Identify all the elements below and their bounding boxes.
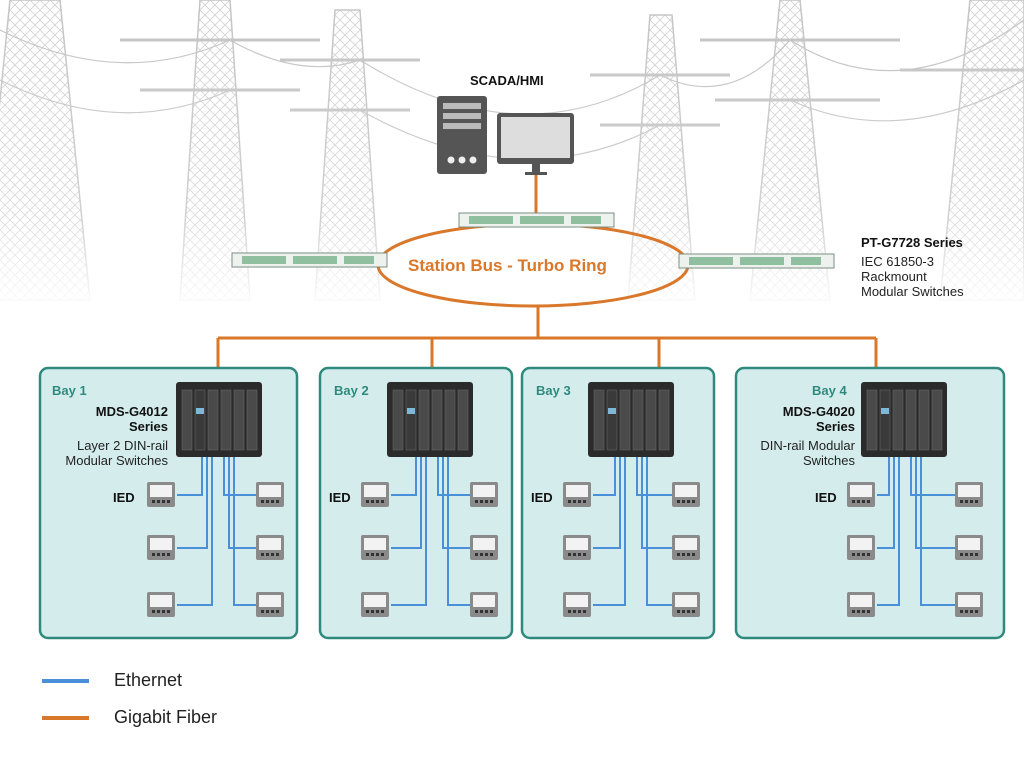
ied-device-icon xyxy=(563,592,591,617)
din-switch-icon xyxy=(588,382,674,457)
monitor-icon xyxy=(497,113,574,175)
ied-device-icon xyxy=(563,535,591,560)
ied-device-icon xyxy=(256,592,284,617)
bay-4-switch-title-1: MDS-G4020 xyxy=(782,404,855,419)
din-switch-icon xyxy=(176,382,262,457)
bay-1-switch-desc-2: Modular Switches xyxy=(65,453,168,468)
ied-device-icon xyxy=(672,535,700,560)
rack-switch-icon xyxy=(231,252,388,268)
ied-device-icon xyxy=(256,535,284,560)
bay-4-switch-desc-1: DIN-rail Modular xyxy=(760,438,855,453)
bay-3-label: Bay 3 xyxy=(536,383,571,398)
ied-device-icon xyxy=(955,592,983,617)
scada-hmi-label: SCADA/HMI xyxy=(470,73,544,88)
legend-ethernet-label: Ethernet xyxy=(114,670,183,690)
bay-1-switch-title-1: MDS-G4012 xyxy=(95,404,168,419)
ied-device-icon xyxy=(955,482,983,507)
bay-4-ethernet-links xyxy=(877,457,955,606)
bay-2-ethernet-links xyxy=(391,457,470,606)
bay-2-ied-label: IED xyxy=(329,490,351,505)
ied-device-icon xyxy=(847,535,875,560)
station-switch-desc-line3: Modular Switches xyxy=(861,284,964,299)
bay-1-switch-desc-1: Layer 2 DIN-rail xyxy=(76,438,168,453)
bay-3-ied-label: IED xyxy=(531,490,553,505)
ied-device-icon xyxy=(361,535,389,560)
ied-device-icon xyxy=(955,535,983,560)
bay-3-ethernet-links xyxy=(593,457,672,606)
station-bus-label: Station Bus - Turbo Ring xyxy=(408,256,607,275)
ied-device-icon xyxy=(847,482,875,507)
bay-1-label: Bay 1 xyxy=(52,383,87,398)
ied-device-icon xyxy=(147,535,175,560)
bay-1-ied-label: IED xyxy=(113,490,135,505)
ied-device-icon xyxy=(361,592,389,617)
ied-device-icon xyxy=(147,592,175,617)
ied-device-icon xyxy=(847,592,875,617)
ied-device-icon xyxy=(470,535,498,560)
ied-device-icon xyxy=(672,592,700,617)
station-switch-desc-line1: IEC 61850-3 xyxy=(861,254,934,269)
bay-1-ethernet-links xyxy=(177,457,256,606)
ied-device-icon xyxy=(256,482,284,507)
bay-4-ied-label: IED xyxy=(815,490,837,505)
rack-switch-icon xyxy=(678,253,835,269)
server-icon xyxy=(437,96,487,174)
bay-1-switch-title-2: Series xyxy=(128,419,168,434)
rack-switch-icon xyxy=(458,212,615,228)
bay-4-switch-desc-2: Switches xyxy=(802,453,855,468)
din-switch-icon xyxy=(861,382,947,457)
bay-4-switch-title-2: Series xyxy=(815,419,855,434)
ied-device-icon xyxy=(147,482,175,507)
bay-2-label: Bay 2 xyxy=(334,383,369,398)
station-switch-desc-line2: Rackmount xyxy=(861,269,927,284)
ied-device-icon xyxy=(563,482,591,507)
station-switch-title: PT-G7728 Series xyxy=(861,235,963,250)
ied-device-icon xyxy=(672,482,700,507)
ied-device-icon xyxy=(470,482,498,507)
ied-device-icon xyxy=(361,482,389,507)
bay-4-label: Bay 4 xyxy=(812,383,847,398)
din-switch-icon xyxy=(387,382,473,457)
legend-fiber-label: Gigabit Fiber xyxy=(114,707,218,727)
ied-device-icon xyxy=(470,592,498,617)
